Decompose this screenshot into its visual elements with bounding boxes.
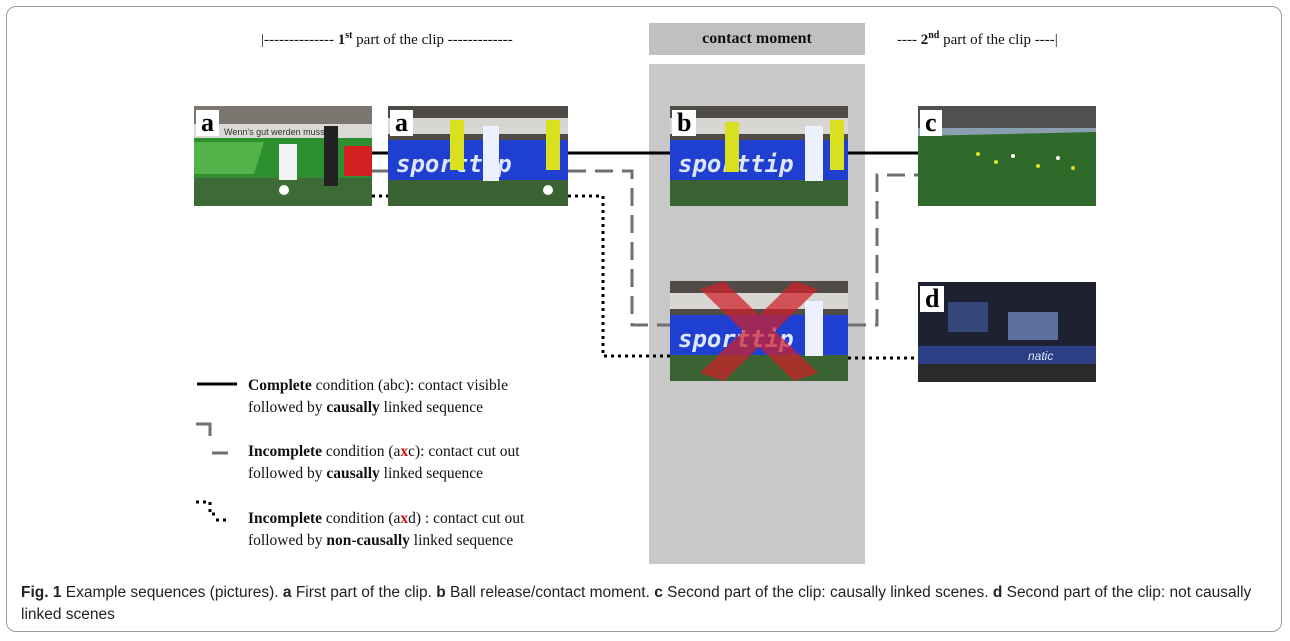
legend-complete: Complete condition (abc): contact visibl… (248, 377, 508, 416)
first-part-label: |-------------- 1st part of the clip ---… (261, 30, 513, 48)
legend-incomplete-causal: Incomplete condition (axc): contact cut … (248, 443, 520, 482)
dashed-path (372, 169, 918, 327)
panel-letter-a2: a (390, 110, 413, 136)
second-part-label: ---- 2nd part of the clip ----| (897, 30, 1058, 48)
photo-a-second: sporttip (388, 106, 568, 206)
legend-dotted-line (196, 500, 216, 516)
photo-c-causal (918, 106, 1096, 206)
photo-b-contact: sporttip (670, 106, 848, 206)
dotted-path (372, 194, 918, 360)
photo-a-first: Wenn's gut werden muss (194, 106, 372, 206)
figure-frame (6, 6, 1282, 632)
contact-moment-header: contact moment (649, 23, 865, 55)
panel-letter-c: c (920, 110, 942, 136)
legend-dashed-line (196, 422, 212, 436)
panel-letter-a1: a (196, 110, 219, 136)
panel-letter-b: b (672, 110, 697, 136)
figure-caption: Fig. 1 Example sequences (pictures). a F… (21, 584, 1252, 623)
photo-contact-cut-out: sporttip (670, 281, 848, 381)
legend-incomplete-noncausal: Incomplete condition (axd) : contact cut… (248, 510, 525, 549)
banner-text: Wenn's gut werden muss (224, 127, 325, 137)
banner-text: natic (1028, 349, 1053, 363)
photo-d-non-causal: natic (918, 282, 1096, 382)
panel-letter-d: d (920, 286, 945, 312)
cross-out-icon (700, 281, 818, 381)
